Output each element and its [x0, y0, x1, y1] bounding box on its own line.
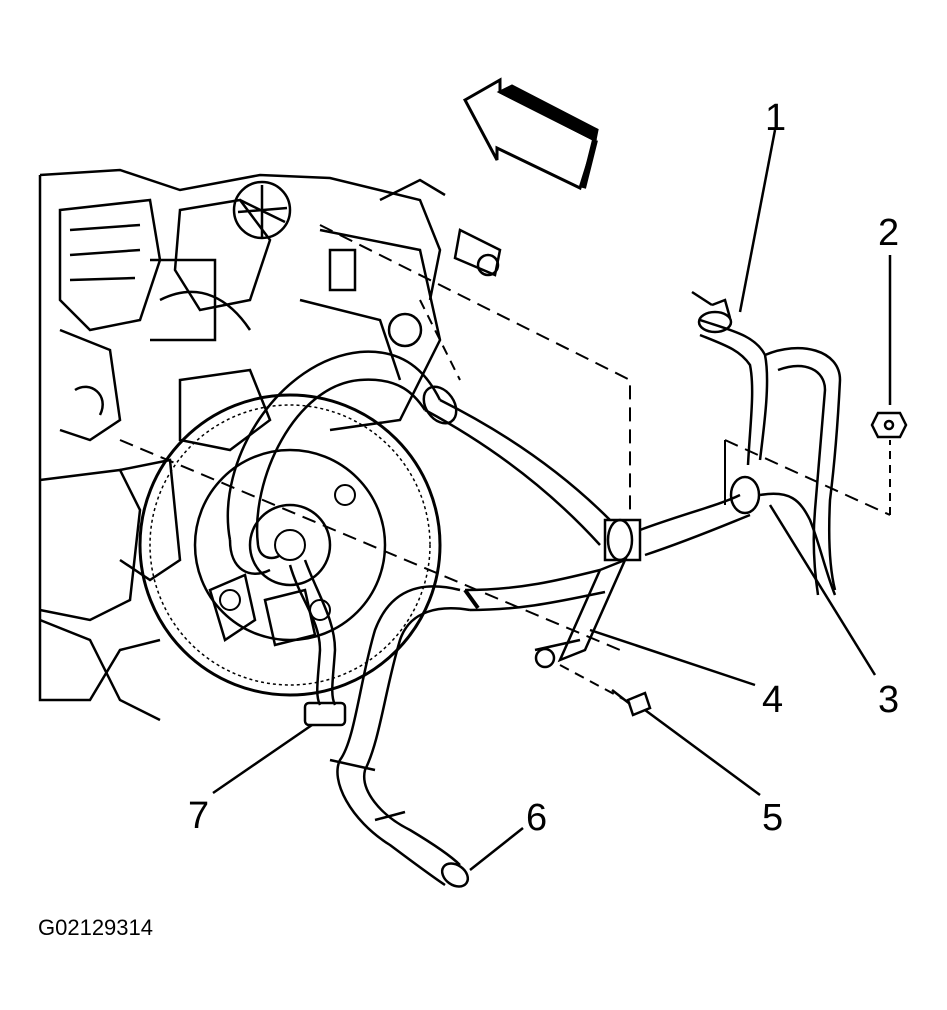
callout-6: 6	[526, 797, 547, 839]
figure-id: G02129314	[38, 915, 153, 940]
leader-lines	[212, 129, 892, 871]
lower-hose	[329, 568, 606, 888]
callout-2: 2	[878, 212, 899, 254]
sensor-hose	[288, 559, 347, 727]
engine-block	[38, 168, 502, 722]
callout-5: 5	[762, 797, 783, 839]
direction-arrow-icon	[462, 77, 599, 191]
cooler-tubes	[639, 290, 842, 596]
callout-1: 1	[765, 97, 786, 139]
callout-7: 7	[188, 795, 209, 837]
nut-hardware	[870, 411, 908, 439]
flexplate	[138, 393, 442, 697]
bolt-hardware	[611, 689, 652, 717]
hose-clamp-bracket	[534, 518, 642, 669]
callout-3: 3	[878, 679, 899, 721]
upper-hose	[226, 350, 611, 575]
alignment-lines	[119, 224, 891, 701]
callout-4: 4	[762, 679, 783, 721]
